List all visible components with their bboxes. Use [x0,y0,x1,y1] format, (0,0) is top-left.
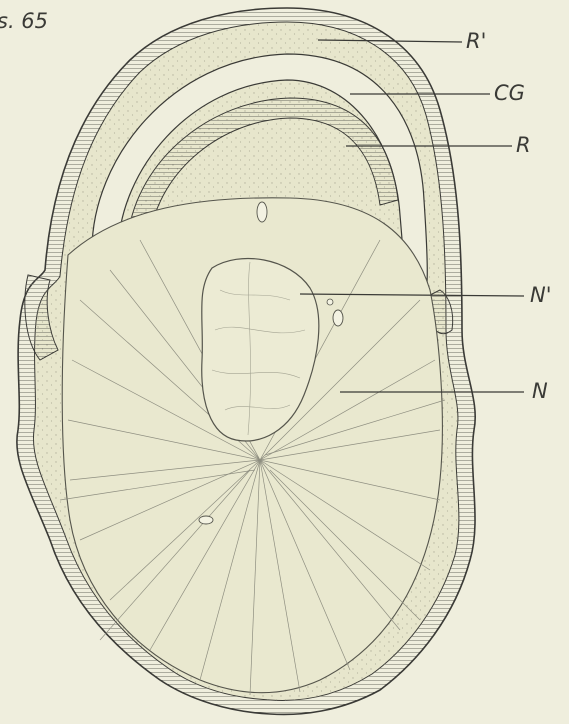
label-n-prime: N' [530,283,551,307]
label-cg: CG [494,81,525,105]
label-r-prime: R' [466,29,486,53]
vacuole [257,202,267,222]
figure-caption: s. 65 [0,9,48,33]
label-n: N [532,379,548,403]
vacuole [333,310,343,326]
label-r: R [516,133,531,157]
vacuole [327,299,333,305]
vacuole [199,516,213,524]
